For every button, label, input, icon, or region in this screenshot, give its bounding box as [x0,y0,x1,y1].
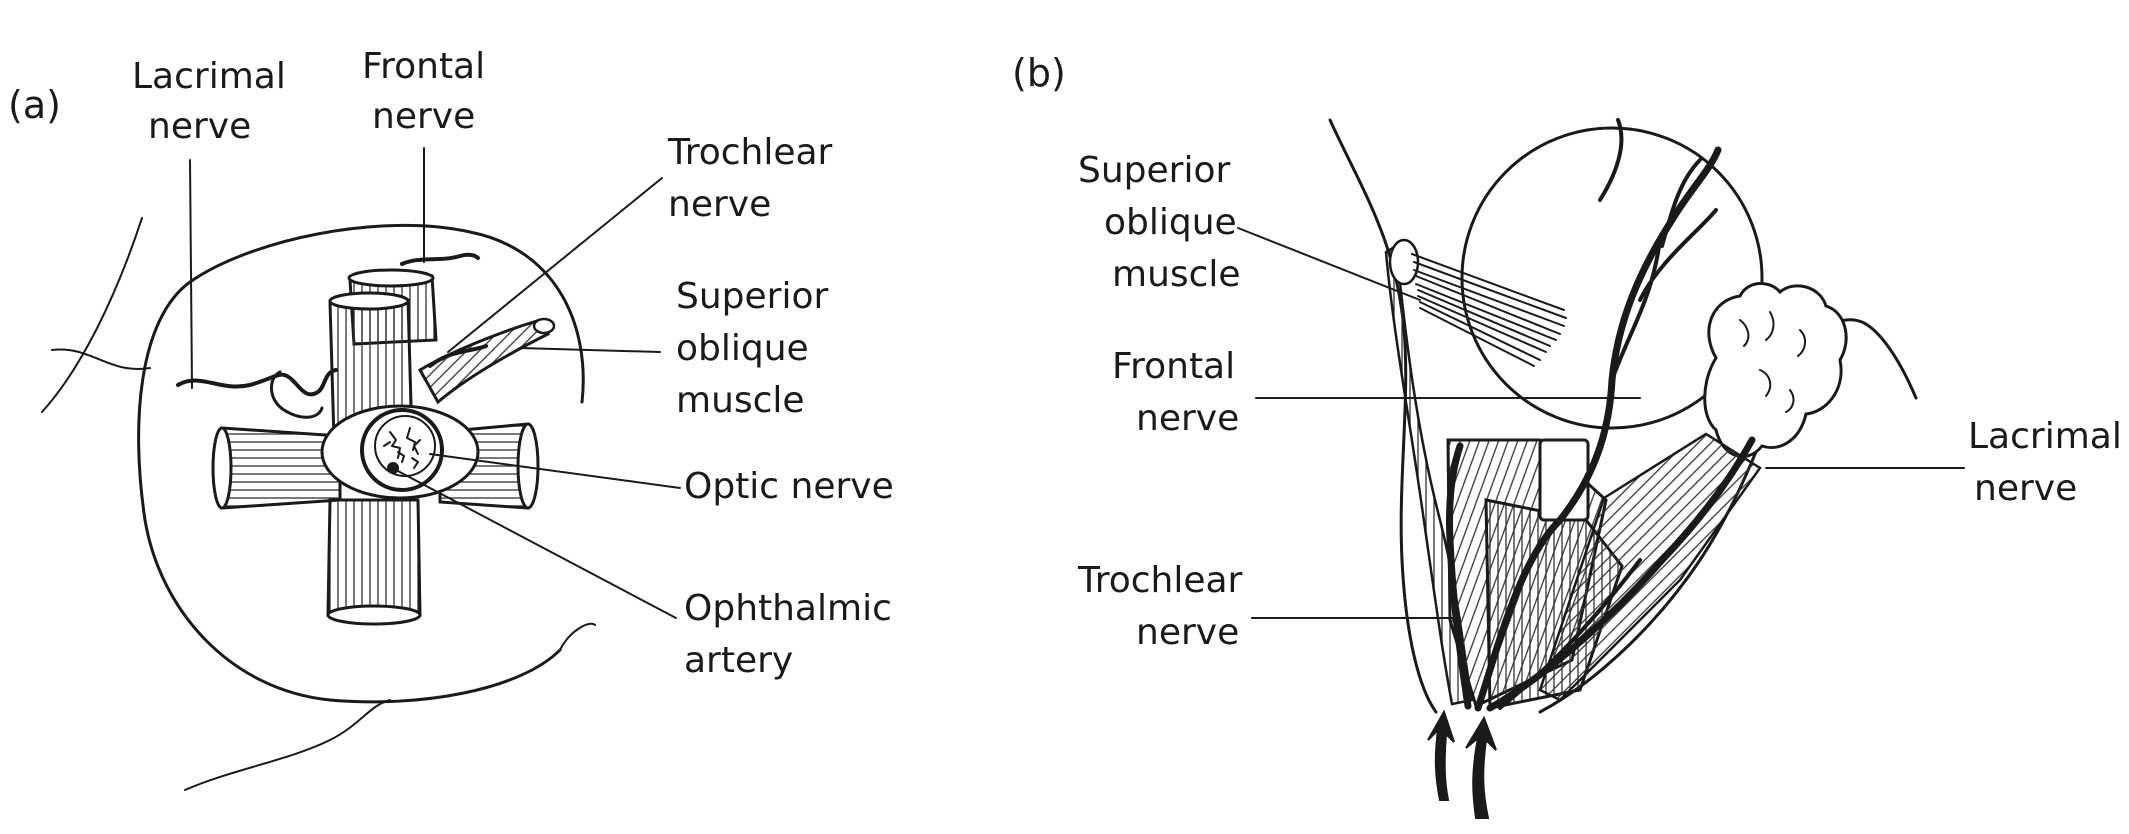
label-lacrimal-a-2: nerve [148,106,251,147]
label-trochlear-a-1: Trochlear [667,132,833,173]
label-frontal-a-2: nerve [372,96,475,137]
label-lacrimal-a-1: Lacrimal [132,56,286,97]
leader-sup-oblique-b [1237,227,1421,301]
label-trochlear-b-1: Trochlear [1077,560,1243,601]
orbit-rim-notch [559,622,596,651]
medial-rectus-muscle [220,426,342,510]
panel-b: (b) Superior [1012,51,2122,819]
ophthalmic-artery-dot [387,462,399,474]
label-frontal-b-1: Frontal [1112,346,1235,387]
leader-optic-a [429,453,681,489]
label-sup-oblique-b-3: muscle [1112,254,1241,295]
label-sup-oblique-a-2: oblique [676,328,809,369]
label-ophthalmic-a-2: artery [684,640,793,681]
optic-nerve-section [360,408,444,492]
panel-b-tag: (b) [1012,51,1066,95]
label-sup-oblique-b-2: oblique [1104,202,1237,243]
trochlear-nerve-a [428,344,488,368]
label-ophthalmic-a-1: Ophthalmic [684,588,892,629]
bone-sketch-bottom [184,699,391,791]
superior-oblique-tendon [1411,253,1567,367]
label-lacrimal-b-1: Lacrimal [1968,416,2122,457]
label-lacrimal-b-2: nerve [1974,468,2077,509]
lateral-rectus-b [1538,432,1762,702]
label-sup-oblique-a-3: muscle [676,380,805,421]
trochlear-nerve-b [1446,442,1472,710]
frontal-nerve-b [1474,146,1722,712]
label-trochlear-a-2: nerve [668,184,771,225]
leader-ophthalmic-a [395,469,677,619]
orbit-wall-medial [1328,118,1438,714]
leader-trochlear-a [447,177,663,353]
label-frontal-b-2: nerve [1136,398,1239,439]
label-optic-a: Optic nerve [684,466,894,507]
panel-a-tag: (a) [8,83,61,127]
orbit-rim-outline [137,223,585,704]
leader-sup-oblique-a [519,347,661,353]
leader-lacrimal-a [189,159,193,389]
bone-sketch-left [41,217,151,413]
arrow-left [1427,709,1455,801]
supraorbital-branch [1598,118,1702,248]
frontal-nerve-a [400,252,480,266]
lacrimal-nerve-a [176,368,338,397]
arrow-right [1465,715,1497,819]
panel-a: (a) [8,46,894,791]
inferior-rectus-muscle [326,498,422,617]
label-trochlear-b-2: nerve [1136,612,1239,653]
lacrimal-gland [1703,282,1848,459]
label-frontal-a-1: Frontal [362,46,485,87]
label-sup-oblique-a-1: Superior [676,276,828,317]
label-sup-oblique-b-1: Superior [1078,150,1230,191]
